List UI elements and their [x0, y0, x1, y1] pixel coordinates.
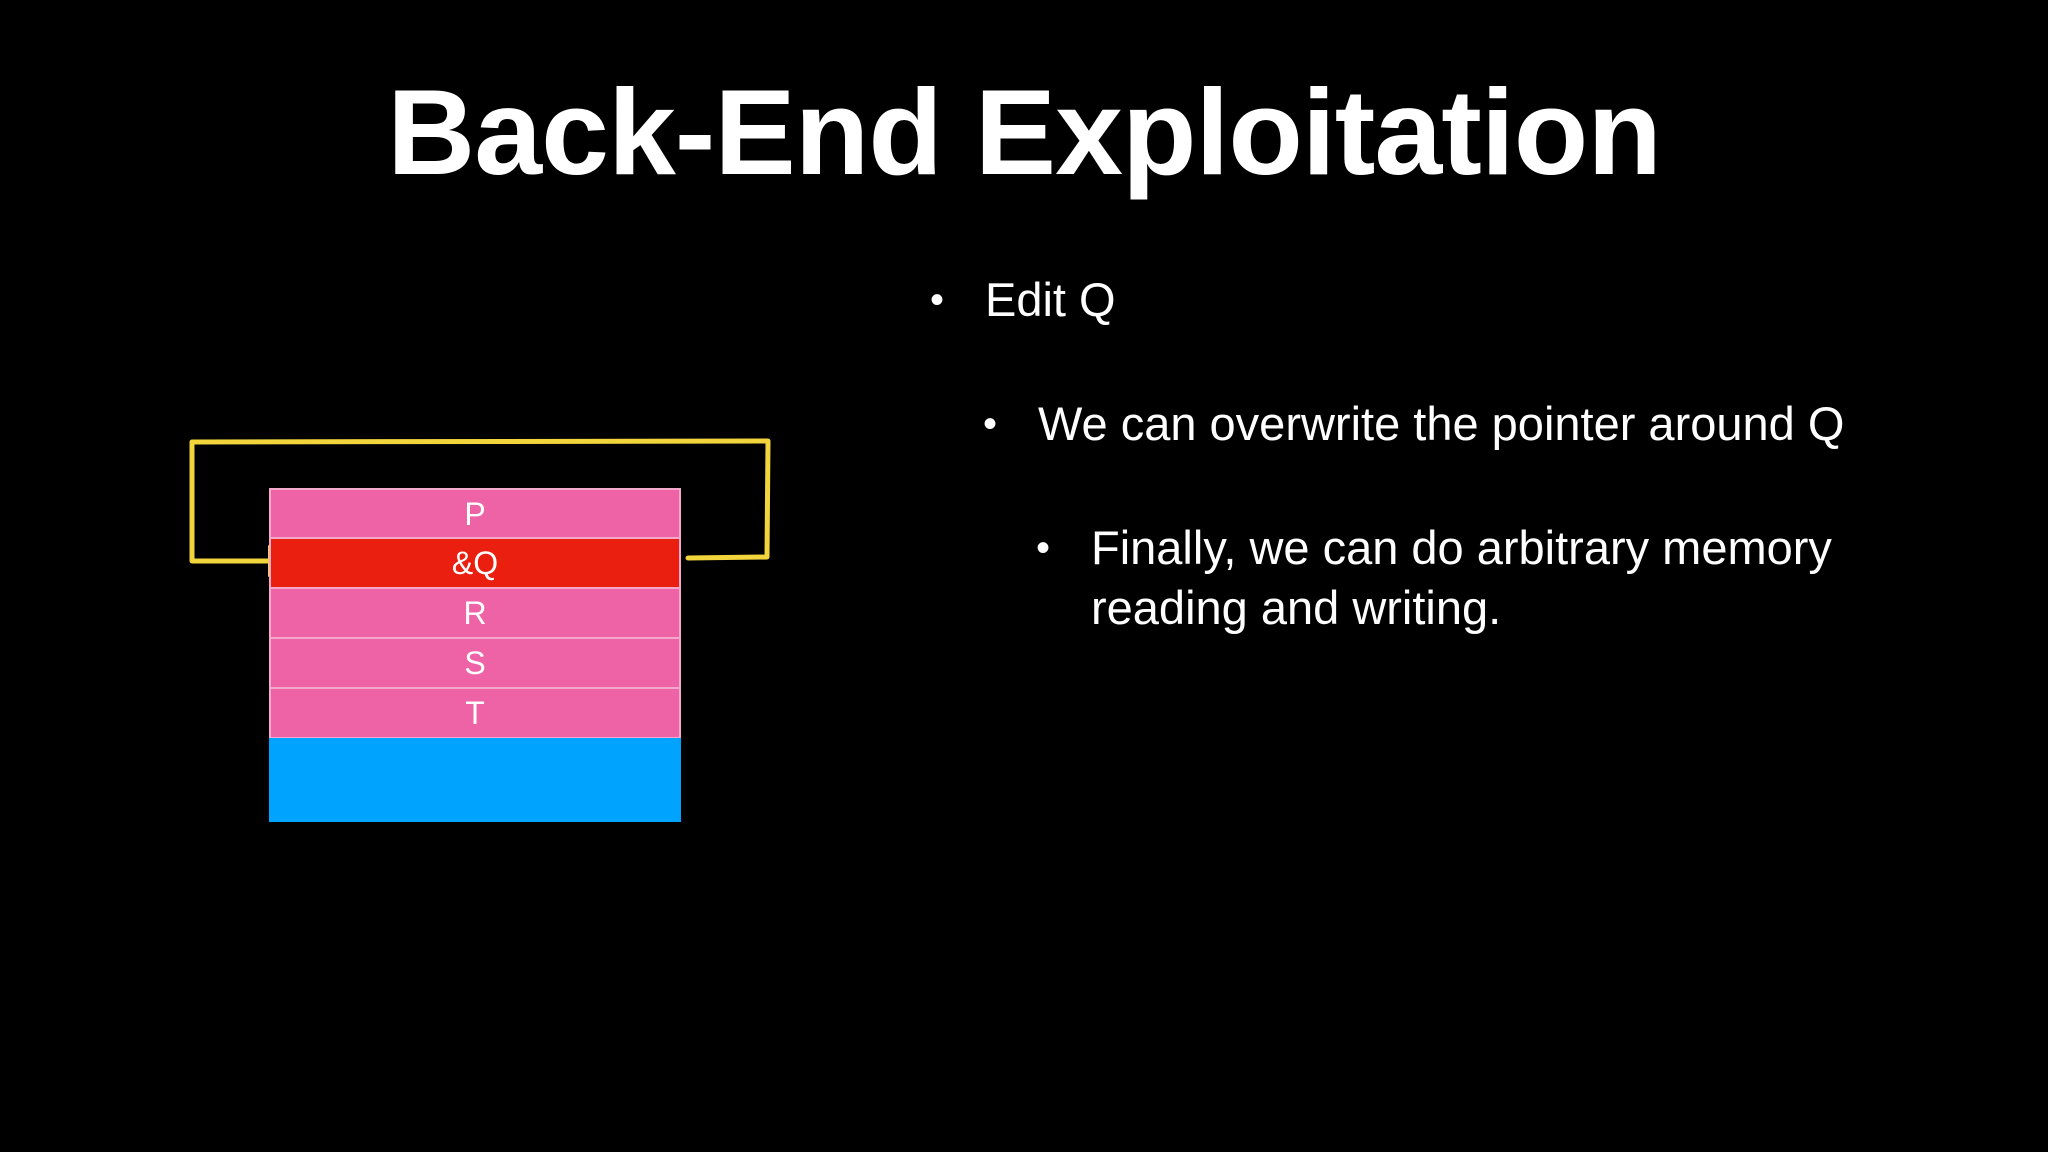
- bullet-item: • Finally, we can do arbitrary memory re…: [1036, 518, 1970, 638]
- bullet-text: Edit Q: [985, 273, 1116, 326]
- bullet-list: • Edit Q • We can overwrite the pointer …: [930, 270, 1970, 638]
- bullet-dot-icon: •: [930, 278, 945, 322]
- chunk-t: T: [269, 688, 681, 738]
- heap-chunk-stack: P &Q R S T: [269, 488, 681, 822]
- chunk-s: S: [269, 638, 681, 688]
- bullet-dot-icon: •: [983, 402, 998, 446]
- bullet-item: • We can overwrite the pointer around Q: [983, 394, 1970, 454]
- chunk-p: P: [269, 488, 681, 538]
- chunk-q-pointer: &Q: [269, 538, 681, 588]
- bullet-text: We can overwrite the pointer around Q: [1038, 397, 1845, 450]
- chunk-r: R: [269, 588, 681, 638]
- slide-title: Back-End Exploitation: [387, 64, 1662, 200]
- bullet-dot-icon: •: [1036, 526, 1051, 570]
- bullet-text: Finally, we can do arbitrary memory read…: [1091, 521, 1832, 634]
- bullet-item: • Edit Q: [930, 270, 1970, 330]
- top-chunk: [269, 738, 681, 822]
